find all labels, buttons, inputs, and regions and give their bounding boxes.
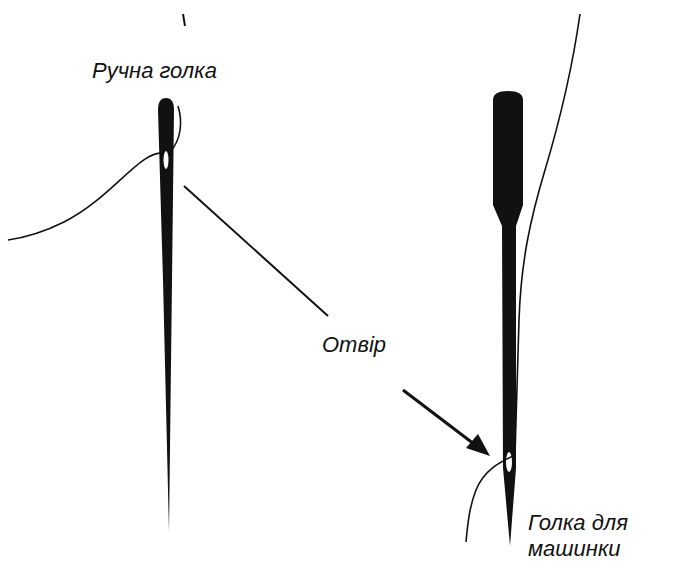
part-label: Отвір — [322, 332, 432, 358]
leader-line — [184, 186, 328, 316]
thread — [8, 153, 164, 240]
hand-needle-eye — [164, 151, 169, 169]
hand-needle — [158, 98, 174, 532]
needle-label: Ручна голка — [92, 58, 272, 84]
thread-end — [183, 14, 185, 26]
leader-arrow — [403, 390, 474, 444]
machine-needle-eye — [506, 452, 512, 472]
thread — [466, 14, 580, 542]
arrowhead — [466, 434, 490, 456]
thread — [170, 106, 181, 152]
needle-label: Голка для машинки — [528, 510, 668, 563]
